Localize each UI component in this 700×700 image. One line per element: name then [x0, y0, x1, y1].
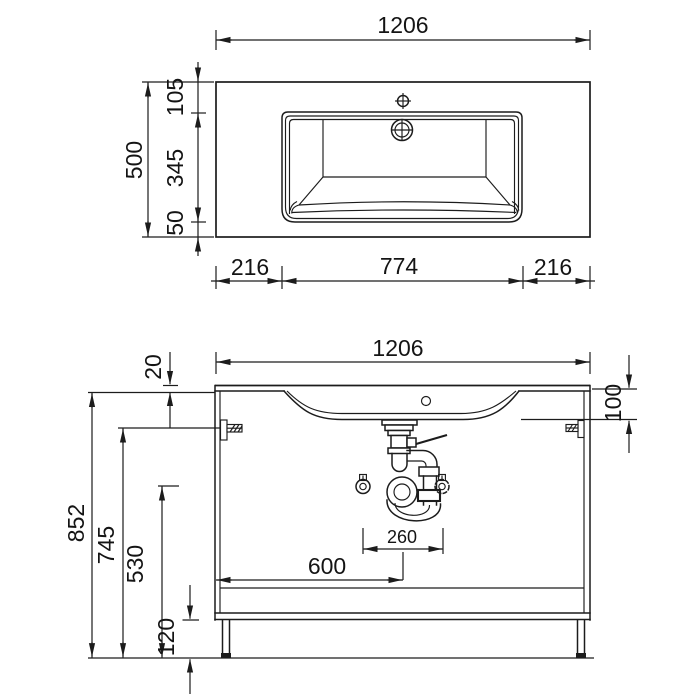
plan-basin-bowl [281, 111, 523, 223]
front-faucet-hole-icon [420, 395, 432, 407]
front-dim-trap-offset: 600 [216, 552, 404, 584]
front-dim-fixing-offset: 100 [521, 355, 637, 453]
plan-dim-label-774: 774 [380, 253, 419, 279]
plan-countertop-outline [215, 81, 591, 238]
plan-dim-width-chain: 216 774 216 [211, 253, 595, 289]
plan-dim-label-345: 345 [162, 149, 188, 187]
front-dim-label-745: 745 [93, 526, 119, 564]
front-dim-valve-height: 530 [122, 485, 179, 658]
front-dim-valve-spacing: 260 [362, 527, 444, 554]
front-dim-label-852: 852 [63, 504, 89, 542]
front-dim-label-120: 120 [153, 618, 179, 656]
plan-dim-overall-depth: 500 [121, 81, 214, 238]
plan-dim-label-105: 105 [162, 78, 188, 116]
leg-right [576, 619, 586, 658]
fixing-bracket-right [565, 419, 585, 439]
overflow-lever [415, 433, 448, 446]
front-view: 1206 20 100 852 [63, 335, 637, 694]
front-basin-profile [282, 389, 521, 421]
front-dim-label-100: 100 [600, 384, 626, 422]
front-dim-label-600: 600 [308, 553, 346, 579]
plan-dim-label-50: 50 [162, 210, 188, 236]
front-dim-plinth-height: 120 [153, 585, 199, 694]
plan-dim-label-1206: 1206 [377, 12, 428, 38]
plan-drain-icon [390, 118, 414, 142]
supply-valve-left [355, 473, 371, 495]
front-dim-top-thickness: 20 [140, 352, 178, 428]
front-dim-total-height: 852 [63, 391, 215, 658]
plan-view: 1206 500 105 345 50 [121, 12, 595, 289]
plan-dim-label-216-left: 216 [231, 254, 269, 280]
front-dim-label-1206: 1206 [372, 335, 423, 361]
fixing-bracket-left [219, 419, 243, 441]
plan-dim-depth-chain: 105 345 50 [162, 62, 206, 256]
front-dim-overall-width: 1206 [215, 335, 591, 374]
trap-outlet-ring [386, 476, 418, 508]
front-dim-label-260: 260 [387, 527, 417, 547]
front-dim-bracket-height: 745 [93, 427, 221, 658]
supply-valve-right [434, 473, 450, 495]
plan-dim-label-500: 500 [121, 141, 147, 179]
front-dim-label-20: 20 [140, 354, 166, 380]
plan-faucet-hole-icon [395, 93, 411, 109]
front-dim-label-530: 530 [122, 545, 148, 583]
drain-trap-assembly [381, 419, 448, 522]
leg-left [221, 619, 231, 658]
plan-dim-overall-width: 1206 [215, 12, 591, 50]
plan-dim-label-216-right: 216 [534, 254, 572, 280]
